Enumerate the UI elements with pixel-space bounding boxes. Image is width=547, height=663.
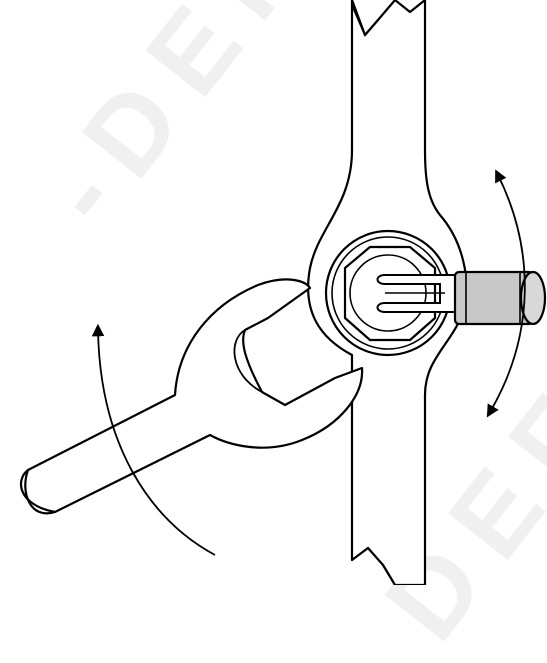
- break-line-top: [351, 0, 396, 37]
- bolt-shaft-icon: [376, 274, 456, 313]
- wrench-jaw-inner: [233, 329, 263, 393]
- wrench-handle-end: [19, 469, 56, 514]
- socket-end: [519, 270, 547, 326]
- bolt-slot: [376, 274, 456, 313]
- break-line-bottom: [351, 546, 396, 585]
- socket-tool: [453, 270, 547, 326]
- pivot-arrow-icon: [486, 169, 526, 418]
- rotation-arrow-icon: [91, 323, 216, 556]
- wrench-tightening-diagram: [19, 0, 547, 585]
- open-end-wrench-icon: [19, 278, 364, 515]
- wrench-outline: [24, 278, 364, 515]
